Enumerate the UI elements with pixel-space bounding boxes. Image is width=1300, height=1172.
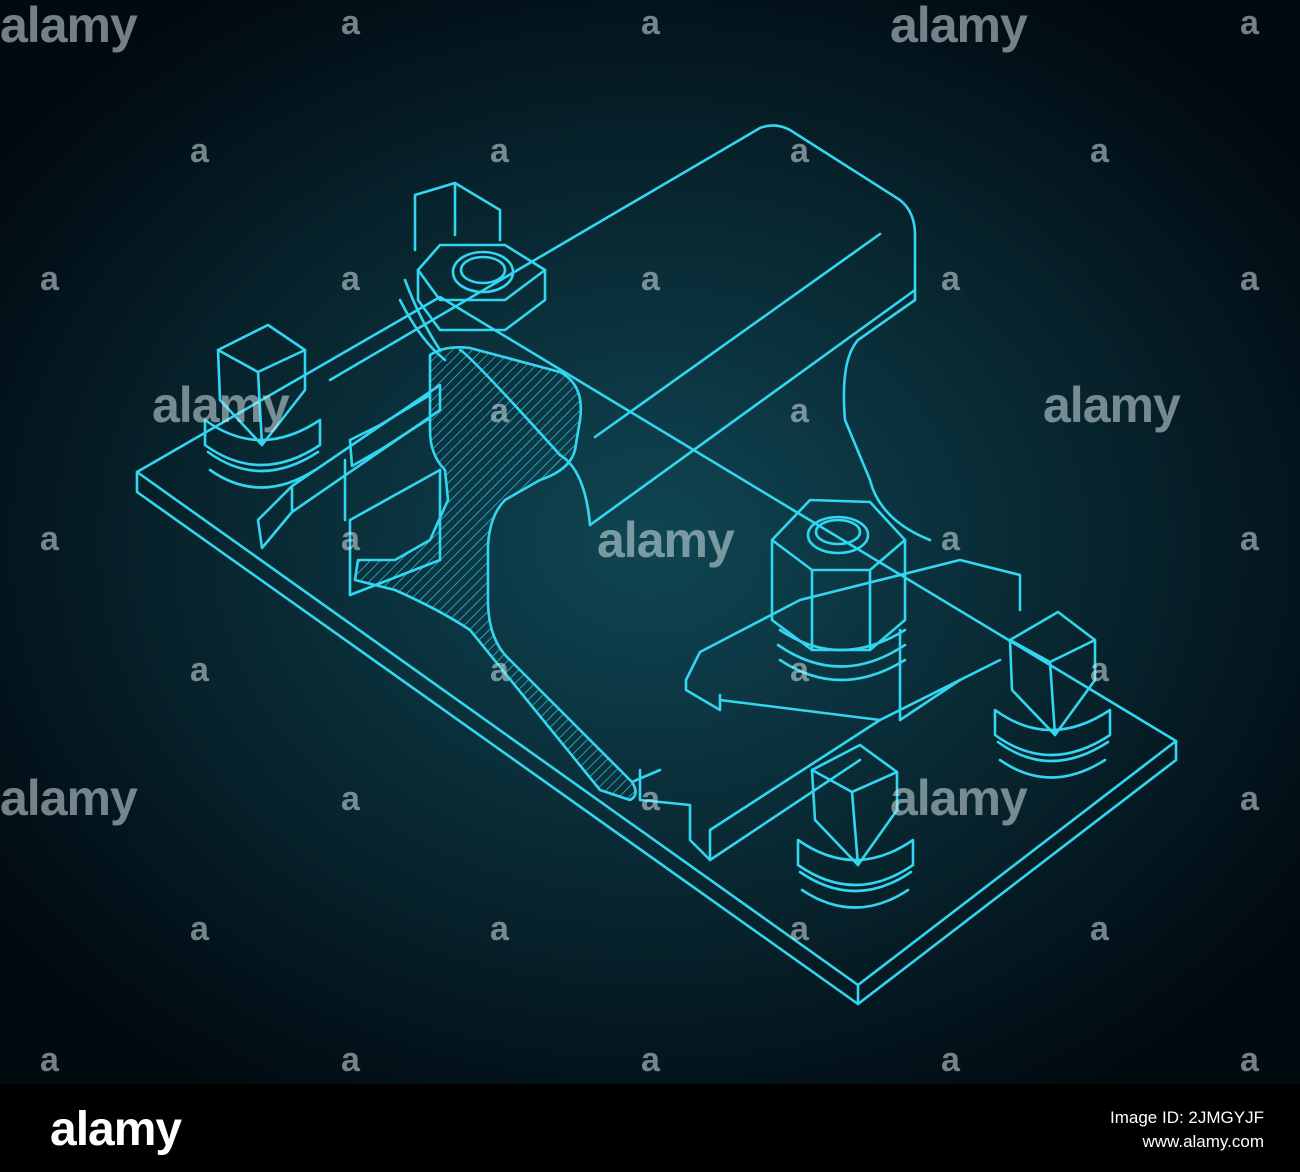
right-hex-nut: [770, 498, 907, 682]
right-back-screw-spike: [993, 610, 1112, 779]
blueprint-stage: alamy alamy alamy alamy alamy alamy alam…: [0, 0, 1300, 1084]
base-plate: [135, 295, 1178, 1006]
footer-image-info: Image ID: 2JMGYJF www.alamy.com: [1110, 1106, 1264, 1154]
rail: [328, 124, 932, 802]
footer-logo: alamy: [50, 1103, 182, 1156]
left-screw-spike: [203, 323, 322, 489]
right-front-screw-spike: [796, 743, 915, 909]
image-id-label: Image ID: 2JMGYJF: [1110, 1108, 1264, 1127]
left-hex-nut: [398, 181, 547, 362]
right-clip: [638, 558, 1022, 862]
rail-cross-section: [353, 346, 637, 802]
site-url: www.alamy.com: [1142, 1132, 1264, 1151]
rail-fastening-isometric-drawing: [135, 124, 1178, 1006]
stock-footer-bar: alamy Image ID: 2JMGYJF www.alamy.com: [0, 1084, 1300, 1172]
